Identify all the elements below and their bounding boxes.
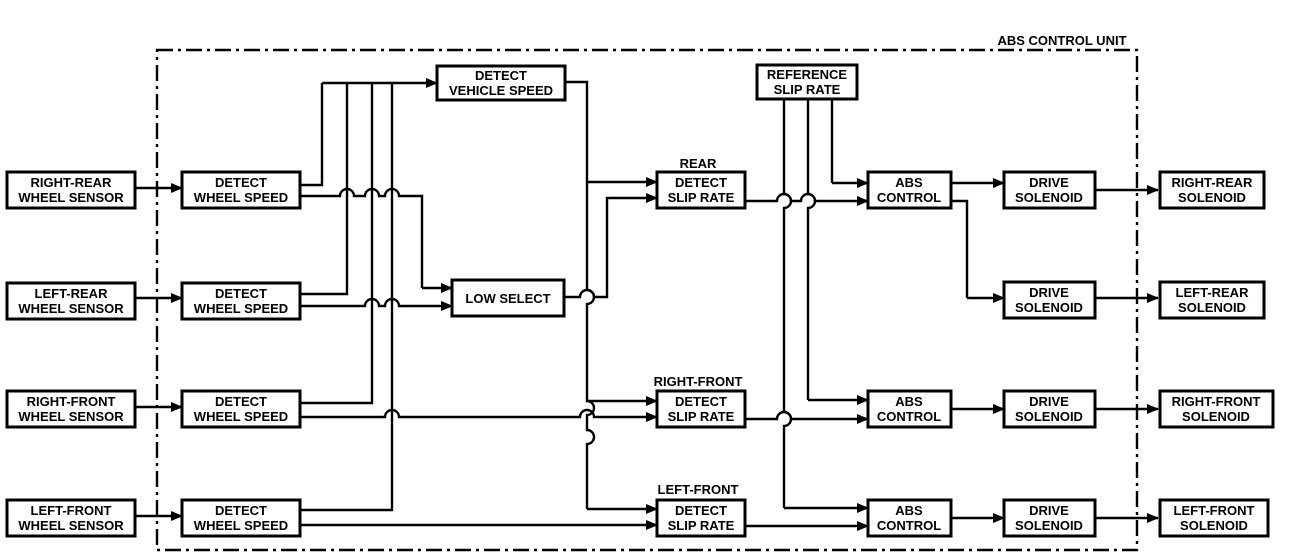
svg-text:LEFT-FRONT: LEFT-FRONT [1174, 503, 1255, 518]
svg-text:SOLENOID: SOLENOID [1015, 518, 1083, 533]
right-rear-solenoid-box: RIGHT-REAR SOLENOID [1158, 170, 1266, 210]
svg-text:DETECT: DETECT [215, 175, 267, 190]
svg-text:DETECT: DETECT [675, 503, 727, 518]
low-select-box: LOW SELECT [450, 278, 566, 318]
detect-wheel-speed-right-rear-box: DETECT WHEEL SPEED [180, 170, 302, 210]
svg-text:SOLENOID: SOLENOID [1178, 190, 1246, 205]
svg-text:SLIP RATE: SLIP RATE [774, 82, 841, 97]
abs-control-right-front-box: ABS CONTROL [866, 389, 953, 429]
detect-vehicle-speed-box: DETECT VEHICLE SPEED [435, 64, 567, 102]
connection-wires [135, 78, 1159, 531]
svg-text:WHEEL SPEED: WHEEL SPEED [194, 301, 288, 316]
left-front-solenoid-box: LEFT-FRONT SOLENOID [1158, 498, 1270, 538]
detect-wheel-speed-left-rear-box: DETECT WHEEL SPEED [180, 281, 302, 321]
svg-text:ABS: ABS [895, 394, 923, 409]
detect-wheel-speed-left-front-box: DETECT WHEEL SPEED [180, 498, 302, 538]
reference-slip-rate-box: REFERENCE SLIP RATE [755, 63, 859, 101]
svg-text:RIGHT-FRONT: RIGHT-FRONT [27, 394, 116, 409]
svg-text:RIGHT-REAR: RIGHT-REAR [1172, 175, 1254, 190]
svg-text:CONTROL: CONTROL [877, 518, 941, 533]
svg-text:WHEEL SENSOR: WHEEL SENSOR [18, 518, 124, 533]
svg-text:REFERENCE: REFERENCE [767, 67, 848, 82]
svg-text:RIGHT-FRONT: RIGHT-FRONT [1172, 394, 1261, 409]
svg-text:WHEEL SPEED: WHEEL SPEED [194, 409, 288, 424]
left-rear-wheel-sensor-box: LEFT-REAR WHEEL SENSOR [5, 281, 137, 321]
drive-solenoid-left-rear-box: DRIVE SOLENOID [1002, 280, 1097, 320]
drive-solenoid-right-front-box: DRIVE SOLENOID [1002, 389, 1097, 429]
svg-text:LOW SELECT: LOW SELECT [465, 291, 550, 306]
svg-text:RIGHT-REAR: RIGHT-REAR [31, 175, 113, 190]
svg-text:DETECT: DETECT [215, 286, 267, 301]
svg-text:DRIVE: DRIVE [1029, 285, 1069, 300]
svg-text:SOLENOID: SOLENOID [1015, 300, 1083, 315]
svg-text:DETECT: DETECT [475, 68, 527, 83]
svg-text:WHEEL SENSOR: WHEEL SENSOR [18, 190, 124, 205]
svg-text:WHEEL SPEED: WHEEL SPEED [194, 518, 288, 533]
abs-control-rear-box: ABS CONTROL [866, 170, 953, 210]
svg-text:SLIP RATE: SLIP RATE [668, 190, 735, 205]
svg-text:CONTROL: CONTROL [877, 409, 941, 424]
rear-slip-title: REAR [680, 156, 717, 171]
drive-solenoid-right-rear-box: DRIVE SOLENOID [1002, 170, 1097, 210]
svg-text:DRIVE: DRIVE [1029, 394, 1069, 409]
detect-slip-rate-rear-box: DETECT SLIP RATE [655, 170, 747, 210]
svg-text:ABS: ABS [895, 175, 923, 190]
svg-text:LEFT-FRONT: LEFT-FRONT [31, 503, 112, 518]
drive-solenoid-left-front-box: DRIVE SOLENOID [1002, 498, 1097, 538]
svg-text:SOLENOID: SOLENOID [1182, 409, 1250, 424]
abs-control-left-front-box: ABS CONTROL [866, 498, 953, 538]
detect-slip-rate-left-front-box: DETECT SLIP RATE [655, 498, 747, 538]
svg-text:ABS: ABS [895, 503, 923, 518]
svg-text:DETECT: DETECT [675, 175, 727, 190]
svg-text:SOLENOID: SOLENOID [1015, 190, 1083, 205]
svg-text:SOLENOID: SOLENOID [1178, 300, 1246, 315]
svg-text:LEFT-REAR: LEFT-REAR [35, 286, 109, 301]
svg-text:SOLENOID: SOLENOID [1015, 409, 1083, 424]
svg-text:WHEEL SENSOR: WHEEL SENSOR [18, 409, 124, 424]
right-front-wheel-sensor-box: RIGHT-FRONT WHEEL SENSOR [5, 389, 137, 429]
left-rear-solenoid-box: LEFT-REAR SOLENOID [1158, 280, 1266, 320]
svg-text:WHEEL SPEED: WHEEL SPEED [194, 190, 288, 205]
right-front-solenoid-box: RIGHT-FRONT SOLENOID [1158, 389, 1275, 429]
left-front-slip-title: LEFT-FRONT [658, 482, 739, 497]
abs-control-unit-frame [155, 48, 1139, 552]
svg-text:DRIVE: DRIVE [1029, 503, 1069, 518]
svg-text:WHEEL SENSOR: WHEEL SENSOR [18, 301, 124, 316]
svg-text:VEHICLE SPEED: VEHICLE SPEED [449, 83, 553, 98]
svg-text:SLIP RATE: SLIP RATE [668, 409, 735, 424]
svg-text:DETECT: DETECT [675, 394, 727, 409]
left-front-wheel-sensor-box: LEFT-FRONT WHEEL SENSOR [5, 498, 137, 538]
svg-text:SLIP RATE: SLIP RATE [668, 518, 735, 533]
svg-text:CONTROL: CONTROL [877, 190, 941, 205]
detect-slip-rate-right-front-box: DETECT SLIP RATE [655, 389, 747, 429]
svg-text:DRIVE: DRIVE [1029, 175, 1069, 190]
detect-wheel-speed-right-front-box: DETECT WHEEL SPEED [180, 389, 302, 429]
svg-text:SOLENOID: SOLENOID [1180, 518, 1248, 533]
right-front-slip-title: RIGHT-FRONT [654, 374, 743, 389]
abs-control-unit-label: ABS CONTROL UNIT [997, 33, 1126, 48]
svg-text:LEFT-REAR: LEFT-REAR [1176, 285, 1250, 300]
right-rear-wheel-sensor-box: RIGHT-REAR WHEEL SENSOR [5, 170, 137, 210]
svg-text:DETECT: DETECT [215, 394, 267, 409]
svg-text:DETECT: DETECT [215, 503, 267, 518]
